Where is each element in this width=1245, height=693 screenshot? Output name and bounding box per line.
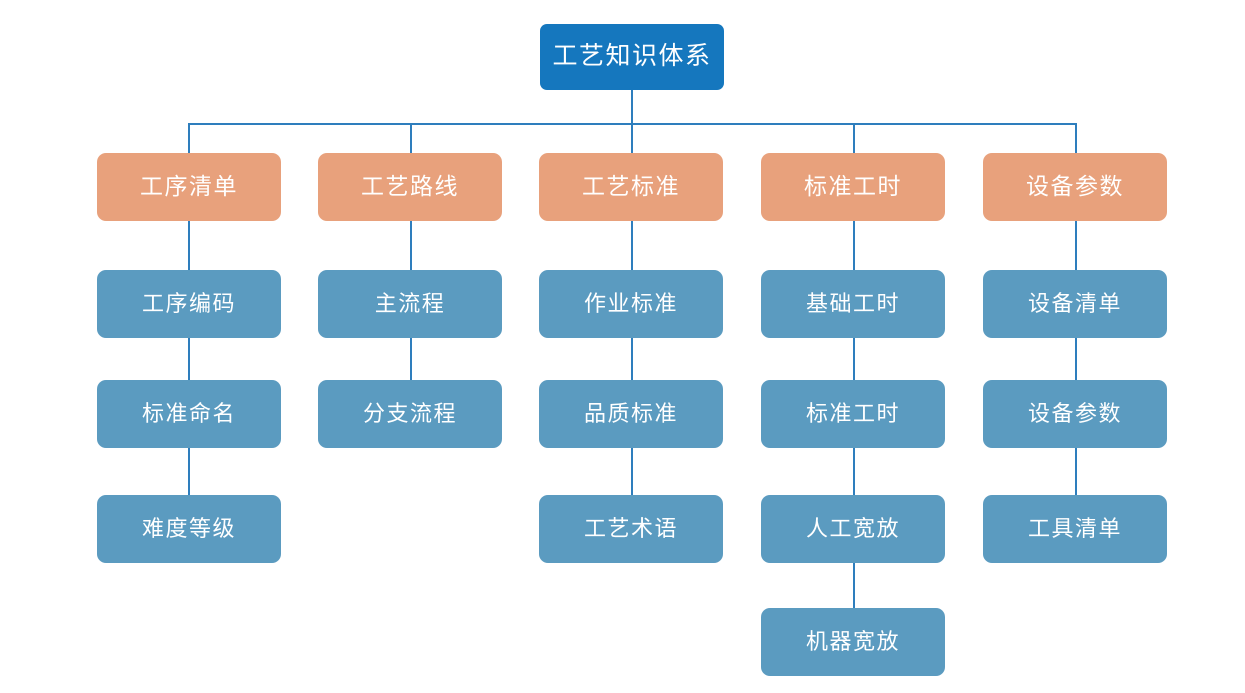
leaf-node-3-2[interactable]: 人工宽放 (761, 495, 945, 563)
leaf-node-2-1-label: 品质标准 (583, 400, 678, 426)
leaf-node-0-1-label: 标准命名 (141, 400, 236, 426)
connector-branch-0-child-1 (188, 338, 190, 380)
leaf-node-4-1[interactable]: 设备参数 (983, 380, 1167, 448)
connector-branch-2-child-1 (631, 338, 633, 380)
leaf-node-2-2-label: 工艺术语 (583, 515, 678, 541)
connector-branch-0-drop (188, 123, 190, 153)
leaf-node-2-0[interactable]: 作业标准 (539, 270, 723, 338)
leaf-node-1-1[interactable]: 分支流程 (318, 380, 502, 448)
root-node[interactable]: 工艺知识体系 (540, 24, 724, 90)
leaf-node-3-0-label: 基础工时 (805, 290, 900, 316)
leaf-node-3-3-label: 机器宽放 (805, 628, 900, 654)
connector-branch-2-child-0 (631, 221, 633, 270)
leaf-node-0-0[interactable]: 工序编码 (97, 270, 281, 338)
leaf-node-4-2[interactable]: 工具清单 (983, 495, 1167, 563)
leaf-node-4-2-label: 工具清单 (1027, 515, 1122, 541)
leaf-node-3-1-label: 标准工时 (805, 400, 900, 426)
leaf-node-3-3[interactable]: 机器宽放 (761, 608, 945, 676)
connector-root-stem (631, 90, 633, 123)
connector-branch-0-child-2 (188, 448, 190, 495)
leaf-node-2-2[interactable]: 工艺术语 (539, 495, 723, 563)
leaf-node-1-0[interactable]: 主流程 (318, 270, 502, 338)
leaf-node-2-1[interactable]: 品质标准 (539, 380, 723, 448)
leaf-node-4-0[interactable]: 设备清单 (983, 270, 1167, 338)
branch-node-2-label: 工艺标准 (582, 173, 680, 200)
branch-node-1-label: 工艺路线 (361, 173, 459, 200)
branch-node-0[interactable]: 工序清单 (97, 153, 281, 221)
branch-node-4-label: 设备参数 (1026, 173, 1124, 200)
leaf-node-3-2-label: 人工宽放 (805, 515, 900, 541)
connector-branch-4-drop (1075, 123, 1077, 153)
leaf-node-0-2[interactable]: 难度等级 (97, 495, 281, 563)
leaf-node-0-1[interactable]: 标准命名 (97, 380, 281, 448)
leaf-node-4-1-label: 设备参数 (1027, 400, 1122, 426)
leaf-node-1-0-label: 主流程 (374, 290, 446, 316)
branch-node-1[interactable]: 工艺路线 (318, 153, 502, 221)
branch-node-4[interactable]: 设备参数 (983, 153, 1167, 221)
branch-node-0-label: 工序清单 (140, 173, 238, 200)
leaf-node-1-1-label: 分支流程 (362, 400, 457, 426)
leaf-node-0-0-label: 工序编码 (141, 290, 236, 316)
connector-branch-4-child-0 (1075, 221, 1077, 270)
connector-branch-3-child-1 (853, 338, 855, 380)
branch-node-3-label: 标准工时 (804, 173, 902, 200)
connector-branch-2-child-2 (631, 448, 633, 495)
connector-branch-4-child-2 (1075, 448, 1077, 495)
connector-branch-3-child-3 (853, 563, 855, 608)
connector-branch-1-child-0 (410, 221, 412, 270)
branch-node-3[interactable]: 标准工时 (761, 153, 945, 221)
connector-branch-2-drop (631, 123, 633, 153)
leaf-node-3-0[interactable]: 基础工时 (761, 270, 945, 338)
connector-branch-3-child-0 (853, 221, 855, 270)
connector-branch-1-child-1 (410, 338, 412, 380)
connector-branch-3-drop (853, 123, 855, 153)
leaf-node-3-1[interactable]: 标准工时 (761, 380, 945, 448)
connector-branch-1-drop (410, 123, 412, 153)
connector-branch-0-child-0 (188, 221, 190, 270)
root-node-label: 工艺知识体系 (552, 42, 712, 71)
leaf-node-0-2-label: 难度等级 (141, 515, 236, 541)
connector-branch-3-child-2 (853, 448, 855, 495)
leaf-node-2-0-label: 作业标准 (583, 290, 678, 316)
leaf-node-4-0-label: 设备清单 (1027, 290, 1122, 316)
branch-node-2[interactable]: 工艺标准 (539, 153, 723, 221)
connector-branch-4-child-1 (1075, 338, 1077, 380)
